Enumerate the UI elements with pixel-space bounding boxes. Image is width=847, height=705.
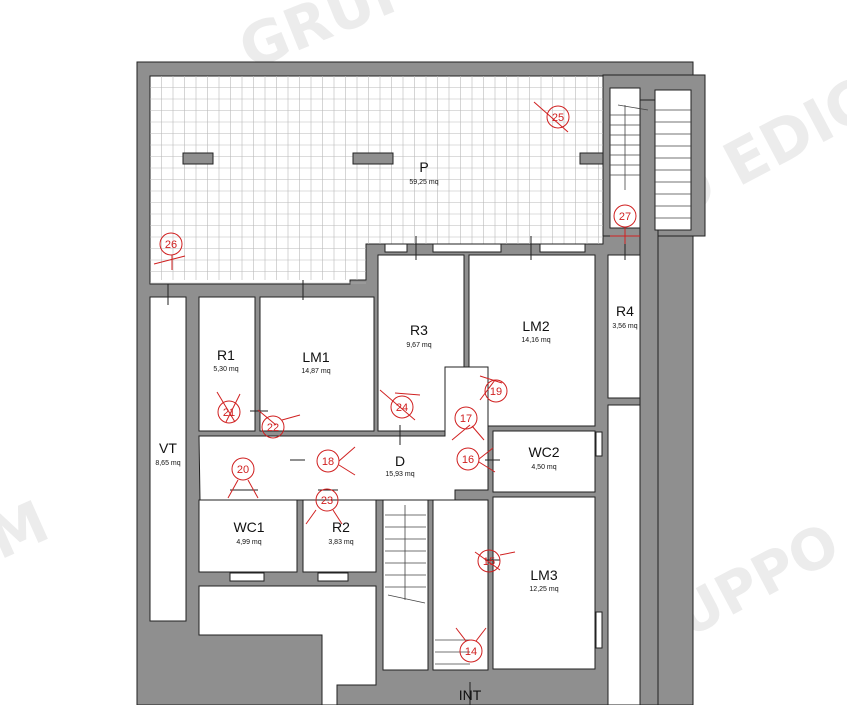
stair-well	[382, 499, 429, 671]
room-r2	[302, 499, 377, 573]
room-area: 3,83 mq	[328, 539, 353, 546]
room-label: LM1	[302, 349, 329, 365]
chimney-block	[352, 152, 394, 165]
room-vt	[149, 296, 187, 622]
photo-marker: 19	[479, 375, 508, 403]
room-label: R2	[332, 519, 350, 535]
room-lm3	[492, 496, 596, 670]
svg-text:21: 21	[223, 407, 235, 419]
svg-text:23: 23	[321, 495, 333, 507]
room-area: 14,87 mq	[301, 368, 330, 375]
room-area: 14,16 mq	[521, 337, 550, 344]
room-label: WC2	[528, 444, 559, 460]
photo-marker: 23	[305, 488, 343, 525]
room-area: 4,50 mq	[531, 464, 556, 471]
photo-marker: 25	[533, 101, 570, 133]
room-area: 8,65 mq	[155, 460, 180, 467]
svg-text:18: 18	[322, 456, 334, 468]
svg-text:15: 15	[483, 556, 495, 568]
chimney-block	[579, 152, 604, 165]
entrance-corridor	[432, 499, 489, 671]
svg-text:16: 16	[462, 454, 474, 466]
svg-text:20: 20	[237, 464, 249, 476]
photo-marker: 18	[316, 446, 356, 476]
room-label: P	[419, 159, 428, 175]
openings	[167, 236, 626, 705]
room-area: 5,30 mq	[213, 366, 238, 373]
room-label: LM2	[522, 318, 549, 334]
photo-marker: 27	[610, 204, 640, 244]
photo-marker: 22	[257, 409, 301, 439]
room-area: 59,25 mq	[409, 179, 438, 186]
svg-text:26: 26	[165, 239, 177, 251]
room-area: 12,25 mq	[529, 586, 558, 593]
svg-text:19: 19	[490, 386, 502, 398]
photo-marker: 16	[456, 447, 496, 473]
entrance-label: INT	[459, 687, 482, 703]
watermark-text: M	[0, 487, 58, 573]
room-label: D	[395, 453, 405, 469]
room-wc2	[492, 430, 596, 493]
room-label: WC1	[233, 519, 264, 535]
svg-text:17: 17	[460, 413, 472, 425]
room-r4	[607, 254, 641, 399]
photo-marker: 21	[216, 391, 241, 424]
photo-marker: 14	[455, 627, 487, 663]
room-lm1	[259, 296, 375, 432]
photo-marker: 20	[227, 457, 259, 499]
terrace-floor	[149, 75, 604, 285]
svg-text:22: 22	[267, 422, 279, 434]
room-label: R4	[616, 303, 634, 319]
chimney-block	[182, 152, 214, 165]
room-labels: P 59,25 mq R1 5,30 mq LM1 14,87 mq R3 9,…	[155, 159, 637, 703]
lower-stair-treads	[385, 505, 470, 665]
terrace-tile-grid	[150, 76, 603, 284]
photo-marker: 26	[153, 232, 186, 270]
room-label: R3	[410, 322, 428, 338]
room-wc1	[198, 499, 298, 573]
svg-text:25: 25	[552, 112, 564, 124]
svg-text:14: 14	[465, 646, 477, 658]
east-wall	[639, 99, 659, 705]
svg-text:27: 27	[619, 211, 631, 223]
room-label: R1	[217, 347, 235, 363]
stair-shaft	[654, 89, 692, 231]
svg-text:24: 24	[396, 402, 408, 414]
photo-marker: 15	[474, 549, 516, 573]
side-corridor	[607, 404, 641, 705]
photo-markers: 25 27 26 19 24 17 21 22 20 18 16 23 15 1…	[153, 101, 640, 663]
room-lm2	[468, 254, 596, 427]
room-area: 15,93 mq	[385, 471, 414, 478]
room-label: LM3	[530, 567, 557, 583]
room-label: VT	[159, 440, 177, 456]
lower-passage	[198, 585, 377, 705]
room-area: 3,56 mq	[612, 323, 637, 330]
room-area: 4,99 mq	[236, 539, 261, 546]
photo-marker: 17	[451, 406, 485, 441]
upper-stair-treads	[610, 104, 691, 219]
room-area: 9,67 mq	[406, 342, 431, 349]
photo-marker: 24	[379, 389, 421, 421]
